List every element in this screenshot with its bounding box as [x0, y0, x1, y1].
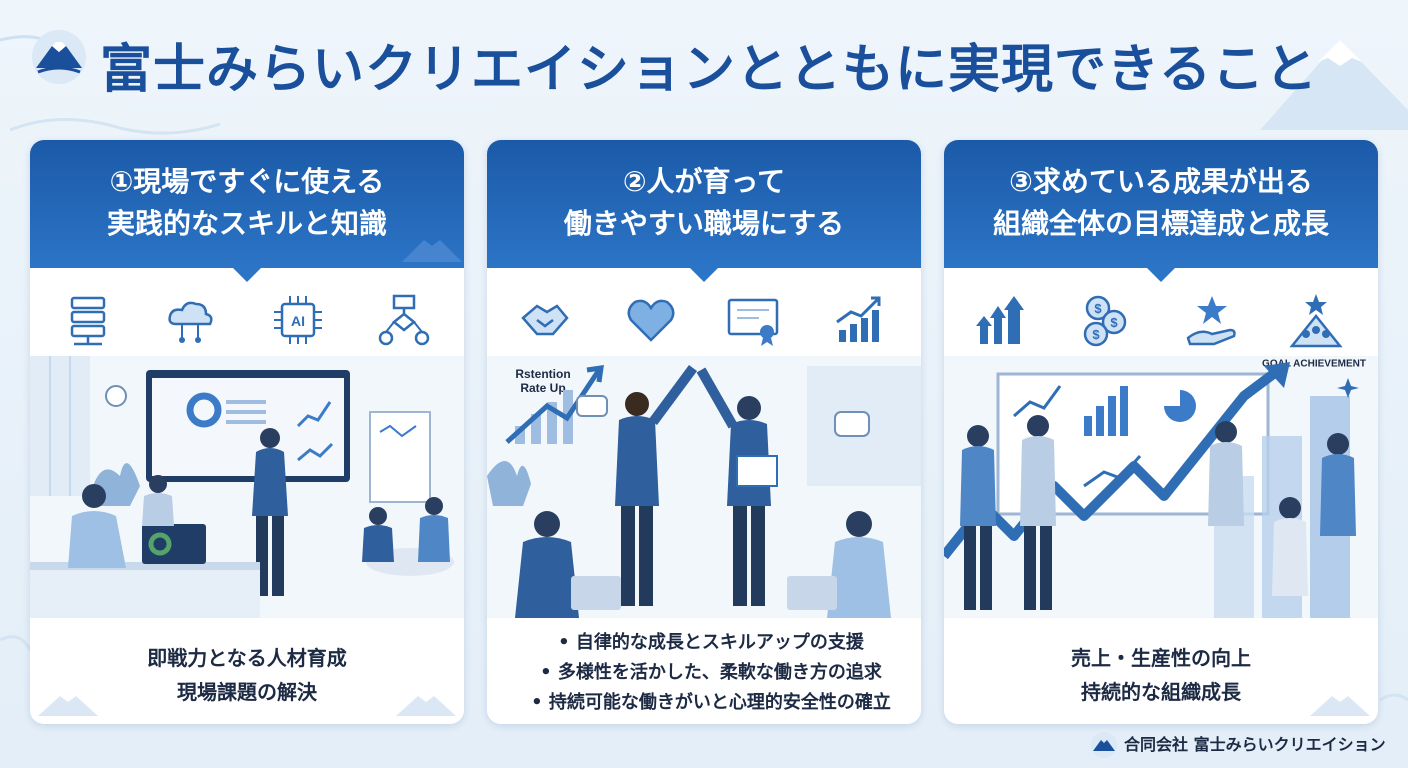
card-title-line1: ②人が育って: [622, 165, 786, 198]
ai-chip-icon: AI: [274, 296, 322, 344]
fuji-logo-icon: [32, 30, 86, 84]
card-footer: 即戦力となる人材育成 現場課題の解決: [30, 618, 464, 724]
mountain-icon: [396, 696, 456, 716]
list-item: 自律的な成長とスキルアップの支援: [511, 628, 911, 658]
retention-label-line1: Rstention: [515, 367, 570, 381]
card-header: ①現場ですぐに使える 実践的なスキルと知識: [30, 140, 464, 268]
card-title-line1: ③求めている成果が出る: [1009, 165, 1313, 198]
page-title: 富士みらいクリエイションとともに実現できること: [100, 40, 1318, 100]
server-icon: [70, 296, 106, 346]
handshake-icon: [521, 304, 569, 336]
heart-icon: [627, 299, 675, 342]
rising-arrows-icon: [976, 296, 1024, 344]
star-hand-icon: [1186, 296, 1236, 346]
fuji-logo-icon: [1091, 732, 1117, 758]
company-brand: 合同会社 富士みらいクリエイション: [1090, 730, 1390, 760]
card-title-line2: 組織全体の目標達成と成長: [992, 207, 1329, 240]
list-item: 多様性を活かした、柔軟な働き方の追求: [511, 658, 911, 688]
office-training-illustration: [30, 356, 464, 618]
ai-chip-label: AI: [291, 313, 305, 329]
card-icon-row: [487, 288, 921, 354]
card-footer: 自律的な成長とスキルアップの支援 多様性を活かした、柔軟な働き方の追求 持続可能…: [487, 618, 921, 724]
goal-achievement-illustration: GOAL ACHIEVEMENT: [944, 356, 1378, 618]
svg-text:$: $: [1092, 327, 1100, 342]
growth-chart-icon: [836, 296, 881, 342]
coins-icon: $ $ $: [1083, 295, 1127, 347]
mountain-icon: [402, 240, 462, 262]
card-goal-achievement: ③求めている成果が出る 組織全体の目標達成と成長 $ $ $: [944, 140, 1378, 724]
page-header: 富士みらいクリエイションとともに実現できること: [0, 0, 1408, 130]
card-outcome-line1: 即戦力となる人材育成: [147, 646, 347, 670]
cloud-icon: [168, 301, 213, 343]
card-outcome-line2: 持続的な組織成長: [1081, 680, 1241, 704]
card-practical-skills: ①現場ですぐに使える 実践的なスキルと知識 AI: [30, 140, 464, 724]
card-icon-row: AI: [30, 288, 464, 354]
card-title-line2: 実践的なスキルと知識: [106, 207, 387, 240]
benefit-list: 自律的な成長とスキルアップの支援 多様性を活かした、柔軟な働き方の追求 持続可能…: [511, 628, 911, 718]
card-outcome-line1: 売上・生産性の向上: [1071, 646, 1251, 670]
card-icon-row: $ $ $: [944, 288, 1378, 354]
card-footer: 売上・生産性の向上 持続的な組織成長: [944, 618, 1378, 724]
teamwork-illustration: Rstention Rate Up: [487, 356, 921, 618]
goal-achievement-label: GOAL ACHIEVEMENT: [1262, 358, 1366, 369]
card-title-line1: ①現場ですぐに使える: [109, 165, 385, 198]
card-title-line2: 働きやすい職場にする: [563, 207, 845, 240]
summit-team-icon: [1289, 294, 1343, 348]
list-item: 持続可能な働きがいと心理的安全性の確立: [511, 688, 911, 718]
card-people-growth: ②人が育って 働きやすい職場にする Rstention: [487, 140, 921, 724]
card-header: ②人が育って 働きやすい職場にする: [487, 140, 921, 268]
card-pointer: [231, 266, 263, 282]
svg-text:$: $: [1110, 315, 1118, 330]
mountain-icon: [1310, 696, 1370, 716]
flowchart-icon: [378, 294, 430, 346]
card-header: ③求めている成果が出る 組織全体の目標達成と成長: [944, 140, 1378, 268]
company-name: 合同会社 富士みらいクリエイション: [1124, 735, 1386, 754]
card-pointer: [688, 266, 720, 282]
retention-label-line2: Rate Up: [520, 381, 565, 395]
card-pointer: [1145, 266, 1177, 282]
svg-text:$: $: [1094, 301, 1102, 316]
mountain-icon: [38, 696, 98, 716]
card-outcome-line2: 現場課題の解決: [177, 680, 317, 704]
certificate-icon: [727, 298, 779, 346]
